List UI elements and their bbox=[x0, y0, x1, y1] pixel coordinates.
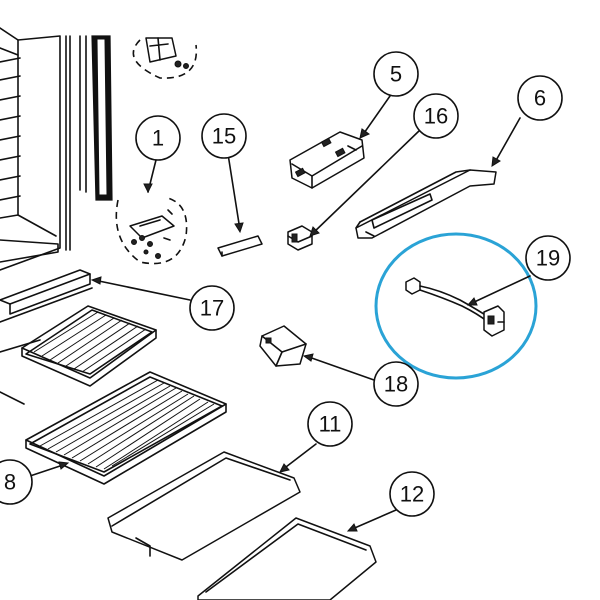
arrow-15 bbox=[234, 222, 244, 234]
part-18-tray bbox=[259, 325, 307, 367]
part-15-panel bbox=[217, 235, 263, 257]
callout-1: 1 bbox=[135, 115, 181, 161]
part-16-clip bbox=[287, 225, 313, 251]
arrow-5 bbox=[359, 128, 371, 139]
arrow-12 bbox=[346, 523, 358, 532]
callout-18-label: 18 bbox=[384, 372, 408, 397]
arrow-6 bbox=[491, 156, 501, 167]
arrow-16 bbox=[309, 226, 320, 237]
arrow-17 bbox=[90, 276, 102, 285]
callout-5: 5 bbox=[373, 51, 419, 97]
arrow-18 bbox=[302, 353, 314, 362]
highlight-circle bbox=[374, 232, 538, 380]
wire-shelf-upper bbox=[21, 305, 157, 387]
callout-18: 18 bbox=[373, 361, 419, 407]
arrow-8 bbox=[58, 461, 70, 470]
cabinet-frame bbox=[0, 27, 71, 271]
callout-17: 17 bbox=[189, 285, 235, 331]
leader-lines bbox=[29, 95, 531, 532]
callout-16-label: 16 bbox=[424, 104, 448, 129]
callout-6: 6 bbox=[517, 75, 563, 121]
part-11-glass-shelf bbox=[107, 451, 301, 561]
callout-19-label: 19 bbox=[536, 246, 560, 271]
callout-15: 15 bbox=[201, 113, 247, 159]
callout-15-label: 15 bbox=[212, 124, 236, 149]
part-6-cover bbox=[355, 169, 497, 239]
callout-12: 12 bbox=[389, 471, 435, 517]
callout-17-label: 17 bbox=[200, 296, 224, 321]
arrow-1 bbox=[143, 183, 153, 194]
part-5-housing bbox=[289, 131, 365, 189]
part-19-wire-harness bbox=[374, 232, 538, 380]
door-gasket bbox=[79, 35, 113, 201]
part-17-rail bbox=[0, 269, 93, 405]
callout-16: 16 bbox=[413, 93, 459, 139]
callout-1-label: 1 bbox=[152, 126, 164, 151]
part-12-cover bbox=[197, 517, 377, 600]
callout-8: 8 bbox=[0, 459, 33, 505]
part-1-bracket bbox=[115, 197, 188, 265]
callout-8-label: 8 bbox=[4, 470, 16, 495]
arrow-11 bbox=[279, 463, 290, 473]
callout-5-label: 5 bbox=[390, 62, 402, 87]
callout-11: 11 bbox=[307, 401, 353, 447]
arrow-19 bbox=[466, 297, 478, 306]
callout-12-label: 12 bbox=[400, 482, 424, 507]
callout-11-label: 11 bbox=[319, 412, 342, 437]
callout-6-label: 6 bbox=[534, 86, 546, 111]
wire-shelf-lower bbox=[25, 371, 227, 485]
callout-19: 19 bbox=[525, 235, 571, 281]
hinge-detail bbox=[132, 37, 198, 79]
